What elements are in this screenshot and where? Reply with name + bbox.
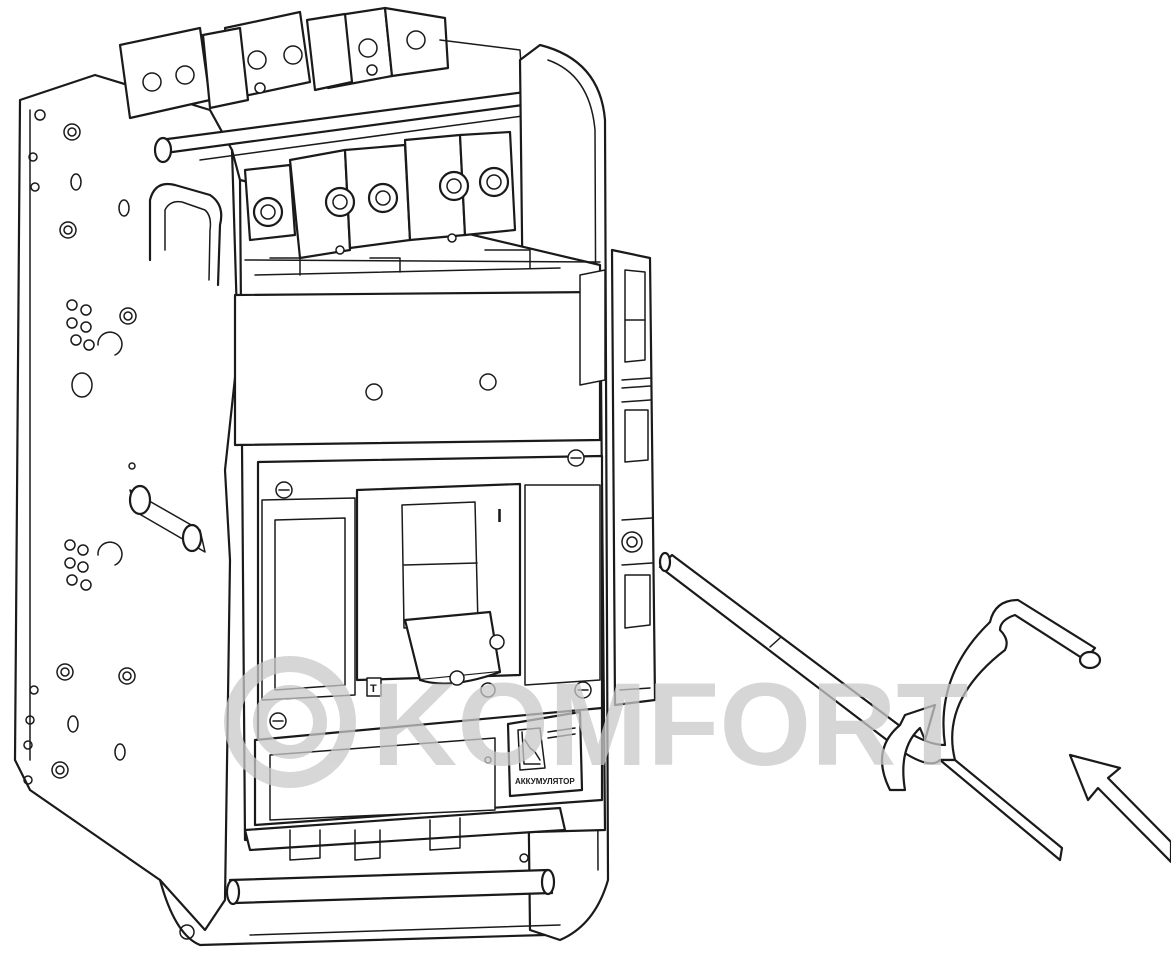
- test-button-label: T: [370, 683, 377, 695]
- rotation-arrow-icon: [880, 703, 937, 792]
- insertion-arrow-icon: [1068, 753, 1171, 864]
- left-side-plate: [13, 73, 240, 932]
- front-panel-mark: I: [497, 506, 502, 526]
- battery-label: АККУМУЛЯТОР: [515, 777, 575, 786]
- top-terminals: [118, 6, 548, 164]
- watermark-logo-icon: [224, 656, 356, 788]
- accessory-panel: [610, 248, 657, 707]
- battery-label-plate: АККУМУЛЯТОР: [506, 710, 584, 798]
- crank-handle-icon: [658, 551, 1102, 862]
- watermark-text: KOMFORT: [372, 659, 968, 791]
